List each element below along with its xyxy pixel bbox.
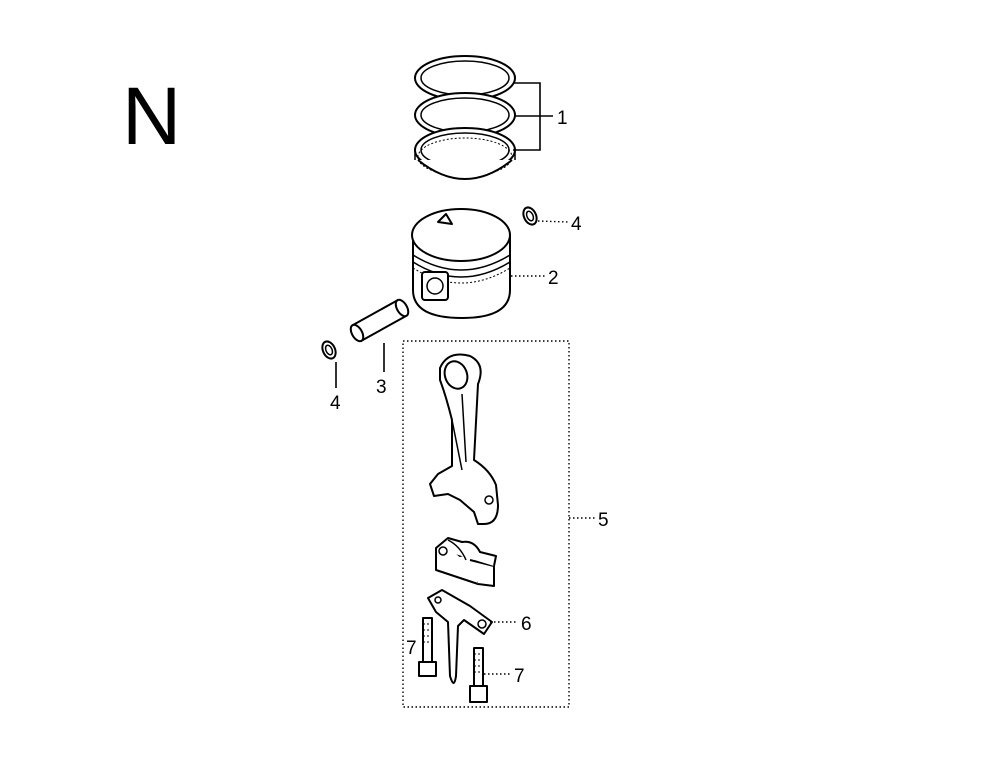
leader-piston-rings [513, 82, 553, 151]
callout-piston: 2 [548, 268, 559, 289]
callout-piston-pin: 3 [376, 377, 387, 398]
callout-pin-clip-left: 4 [330, 393, 341, 414]
callout-rod-bolt-right: 7 [514, 666, 525, 687]
piston-rings [414, 55, 516, 180]
section-letter: N [122, 71, 181, 162]
rod-bolt-right [469, 647, 488, 703]
pin-clip-right [522, 206, 538, 226]
oil-dipper [427, 589, 493, 684]
leader-pin-clip-right [537, 220, 569, 223]
connecting-rod-set-box [402, 340, 570, 708]
rod-cap [435, 537, 497, 587]
callout-pin-clip-right: 4 [571, 214, 582, 235]
rod-bolt-left [418, 617, 437, 677]
callout-rod-bolt-left: 7 [406, 638, 417, 659]
connecting-rod [429, 353, 499, 525]
callout-oil-dipper: 6 [521, 614, 532, 635]
callout-piston-rings: 1 [557, 108, 568, 129]
callout-connecting-rod-set: 5 [598, 510, 609, 531]
piston-pin [349, 298, 410, 343]
piston [411, 208, 511, 319]
pin-clip-left [321, 340, 337, 360]
